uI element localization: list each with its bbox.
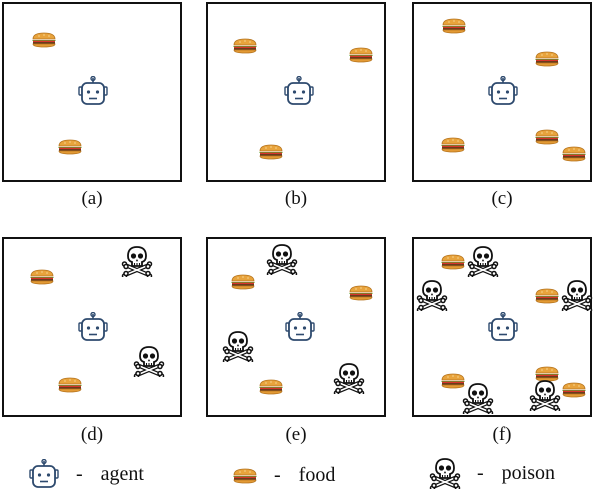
legend-label-agent: agent — [100, 462, 144, 485]
burger-icon — [29, 269, 55, 285]
burger-icon — [561, 146, 587, 162]
skull-crossbones-icon — [266, 243, 298, 275]
burger-icon — [534, 129, 560, 145]
burger-icon — [561, 382, 587, 398]
burger-icon — [232, 468, 258, 484]
skull-crossbones-icon — [121, 245, 153, 277]
legend-poison: - poison — [429, 457, 555, 489]
panel-c — [412, 2, 592, 182]
robot-icon — [28, 459, 60, 489]
panel-e — [206, 237, 386, 417]
skull-crossbones-icon — [529, 379, 561, 411]
caption-b: (b) — [284, 188, 308, 209]
legend-food: - food — [232, 464, 335, 487]
burger-icon — [441, 18, 467, 34]
legend-dash: - — [477, 461, 484, 484]
burger-icon — [348, 285, 374, 301]
burger-icon — [534, 288, 560, 304]
robot-icon — [283, 76, 315, 106]
robot-icon — [284, 312, 316, 342]
legend-dash: - — [274, 464, 281, 486]
burger-icon — [57, 139, 83, 155]
burger-icon — [232, 38, 258, 54]
burger-icon — [230, 274, 256, 290]
skull-crossbones-icon — [416, 279, 448, 311]
panel-f — [412, 237, 592, 417]
legend-dash: - — [76, 462, 83, 485]
legend-label-poison: poison — [501, 461, 556, 484]
burger-icon — [348, 47, 374, 63]
legend-agent: - agent — [28, 459, 144, 489]
burger-icon — [57, 377, 83, 393]
caption-d: (d) — [80, 424, 104, 445]
burger-icon — [258, 379, 284, 395]
skull-crossbones-icon — [462, 382, 494, 414]
panel-a — [2, 2, 182, 182]
burger-icon — [440, 137, 466, 153]
robot-icon — [487, 76, 519, 106]
panel-d — [2, 237, 182, 417]
burger-icon — [534, 51, 560, 67]
robot-icon — [77, 312, 109, 342]
skull-crossbones-icon — [561, 279, 593, 311]
caption-e: (e) — [285, 424, 307, 445]
burger-icon — [31, 32, 57, 48]
burger-icon — [258, 144, 284, 160]
skull-crossbones-icon — [333, 362, 365, 394]
skull-crossbones-icon — [467, 245, 499, 277]
caption-f: (f) — [492, 424, 512, 445]
legend-label-food: food — [298, 464, 336, 486]
robot-icon — [487, 312, 519, 342]
skull-crossbones-icon — [222, 330, 254, 362]
burger-icon — [440, 254, 466, 270]
caption-a: (a) — [81, 188, 103, 209]
skull-crossbones-icon — [429, 457, 461, 489]
robot-icon — [77, 76, 109, 106]
caption-c: (c) — [491, 188, 513, 209]
skull-crossbones-icon — [133, 345, 165, 377]
panel-b — [206, 2, 386, 182]
